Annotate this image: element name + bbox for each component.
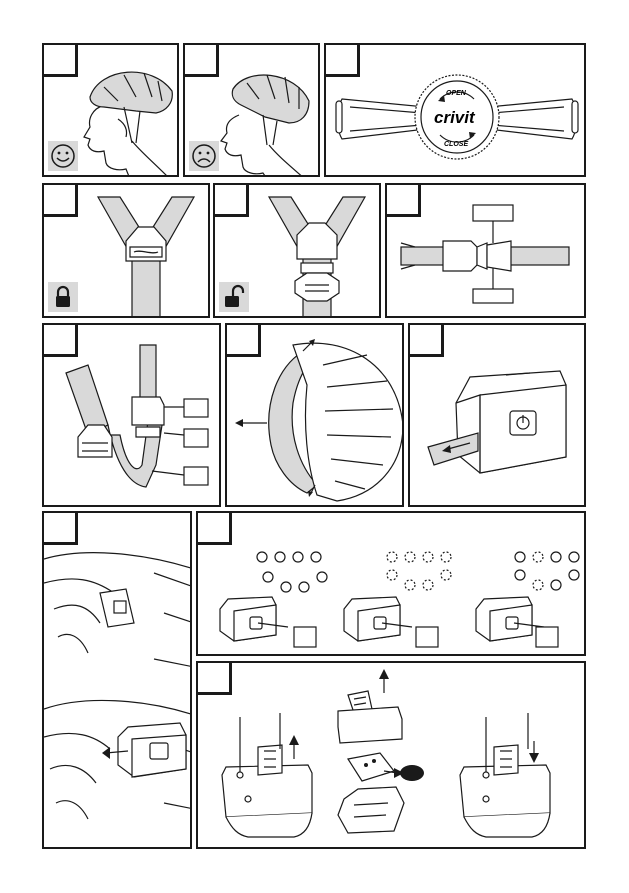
light-mount-illustration [44,513,192,849]
panel-size-dial: OPEN CLOSE crivit [324,43,586,177]
locked-badge [48,282,78,312]
light-battery-illustration [410,325,586,507]
mode-all-on [257,552,327,592]
light-unit-2 [344,597,412,641]
step-unscrew [222,713,312,837]
panel-light-battery [408,323,586,507]
chin-buckle-illustration [387,185,586,318]
light-unit-3 [476,597,544,641]
smiley-face-icon [48,141,78,171]
panel-fit-incorrect [183,43,320,177]
frowning-face-icon [189,141,219,171]
padlock-open-icon [219,282,249,312]
label-box-bottom [473,289,513,303]
unlocked-badge [219,282,249,312]
panel-strap-adjust [42,323,221,507]
padlock-closed-icon [48,282,78,312]
visor-removal-illustration [227,325,404,507]
step-reattach [460,713,550,837]
dial-close-label: CLOSE [444,141,468,148]
panel-visor-removal [225,323,404,507]
light-clip-replace-illustration [198,663,586,849]
label-box-top [473,205,513,221]
panel-light-modes [196,511,586,656]
panel-strap-unlocked [213,183,381,318]
mode-flash [387,552,451,590]
step-swap-clip [338,669,424,833]
mode-box-3 [536,627,558,647]
size-dial-illustration: OPEN CLOSE crivit [326,45,586,177]
dial-open-label: OPEN [446,90,467,97]
smiley-face-badge [48,141,78,171]
mode-alternate [515,552,579,590]
brand-logo: crivit [434,108,476,127]
panel-chin-buckle [385,183,586,318]
panel-strap-locked [42,183,210,318]
panel-light-mount [42,511,192,849]
frowning-face-badge [189,141,219,171]
strap-adjust-illustration [44,325,221,507]
mode-box-1 [294,627,316,647]
panel-light-clip-replace [196,661,586,849]
light-unit-1 [220,597,288,641]
light-modes-illustration [198,513,586,656]
mode-box-2 [416,627,438,647]
panel-fit-correct [42,43,179,177]
